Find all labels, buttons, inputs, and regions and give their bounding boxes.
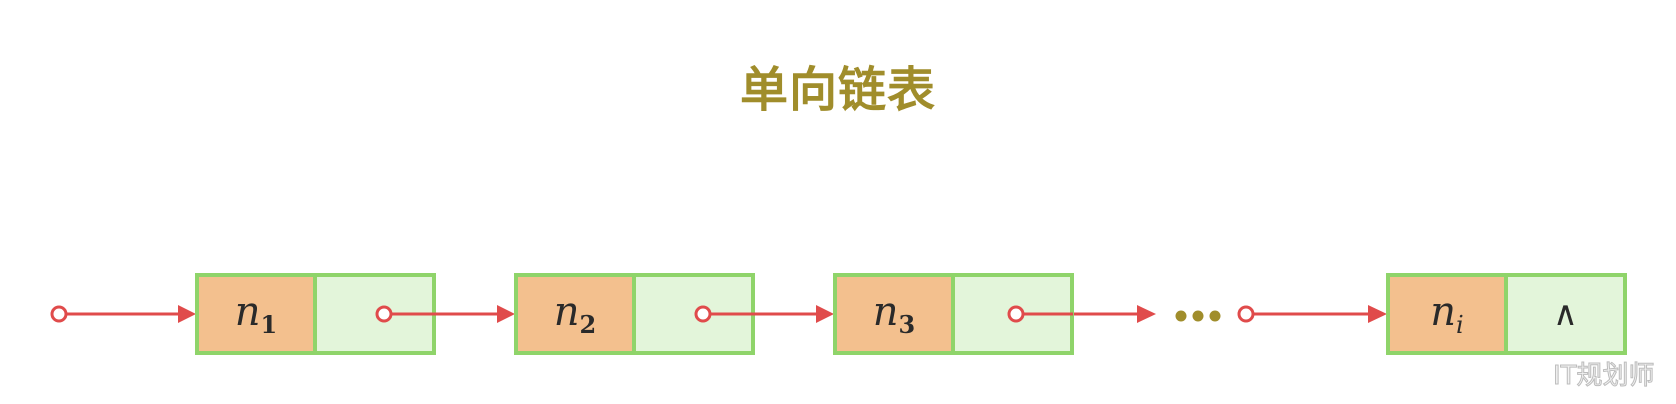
- ellipsis-dots: [1175, 310, 1221, 322]
- node-label: n1: [234, 288, 278, 339]
- list-node-2: n2: [514, 273, 755, 355]
- node-label: ni: [1430, 288, 1464, 339]
- node-label: n3: [872, 288, 916, 339]
- list-node-1: n1: [195, 273, 436, 355]
- node-pointer-field: [317, 277, 432, 351]
- watermark: IT规划师: [1553, 361, 1656, 392]
- node-pointer-field: [955, 277, 1070, 351]
- diagram-title: 单向链表: [739, 62, 936, 118]
- node-pointer-field: ∧: [1508, 277, 1623, 351]
- list-node-i: ni ∧: [1386, 273, 1627, 355]
- head-pointer-arrow: [50, 305, 196, 323]
- node-label: n2: [553, 288, 597, 339]
- node-data-field: n3: [837, 277, 955, 351]
- null-pointer-symbol: ∧: [1553, 294, 1578, 334]
- list-node-3: n3: [833, 273, 1074, 355]
- node-data-field: n1: [199, 277, 317, 351]
- node-data-field: ni: [1390, 277, 1508, 351]
- next-arrow-4: [1237, 305, 1387, 323]
- node-pointer-field: [636, 277, 751, 351]
- node-data-field: n2: [518, 277, 636, 351]
